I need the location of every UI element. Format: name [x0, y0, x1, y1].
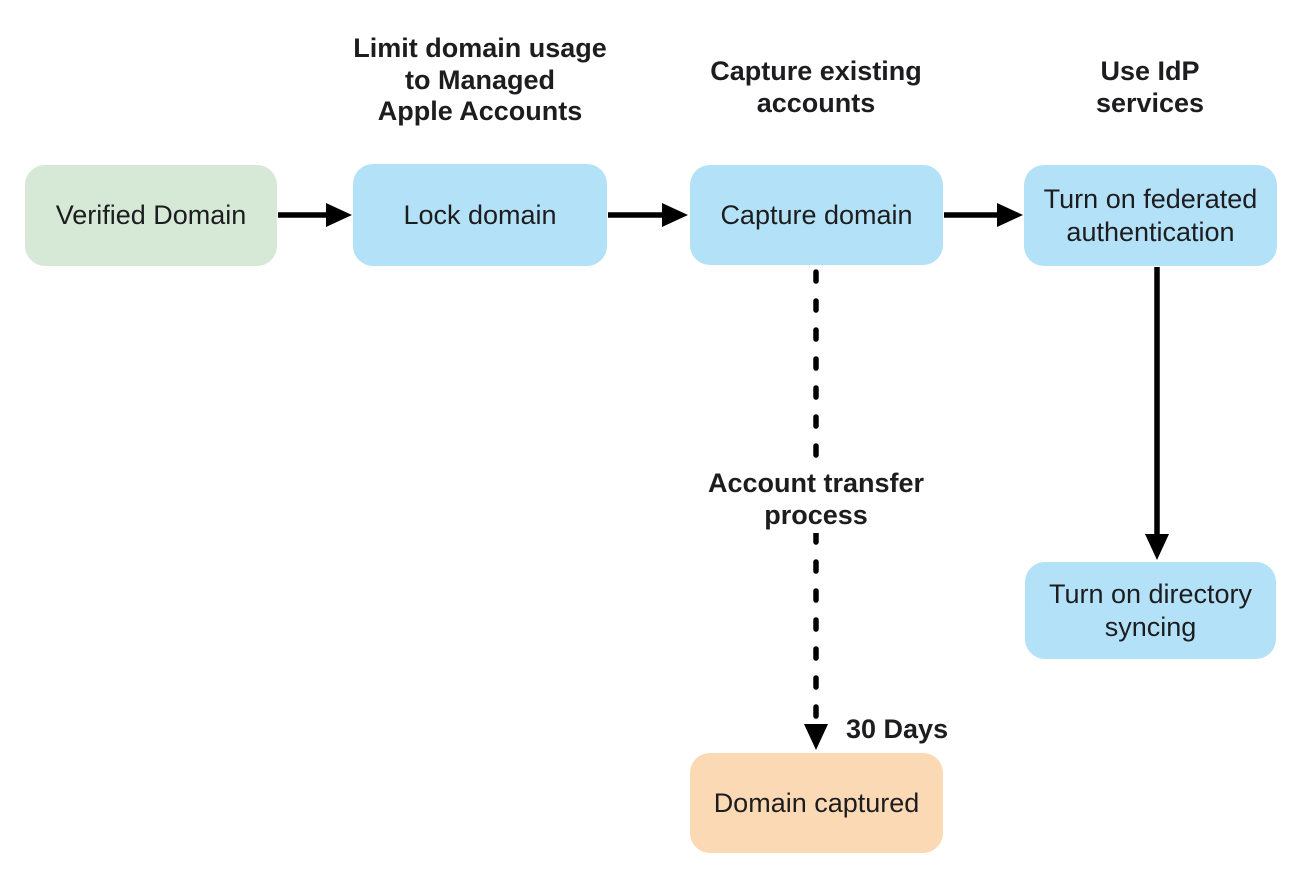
node-verified-domain: Verified Domain — [25, 165, 277, 266]
node-turn-on-federated-authentication: Turn on federated authentication — [1024, 165, 1277, 266]
label-account-transfer-process: Account transfer process — [697, 466, 935, 534]
label-use-idp-services: Use IdP services — [1095, 56, 1205, 118]
node-lock-domain: Lock domain — [353, 164, 607, 266]
arrow-lock-to-capture — [608, 203, 688, 227]
label-capture-existing-accounts: Capture existing accounts — [710, 56, 922, 118]
node-domain-captured: Domain captured — [690, 753, 943, 853]
node-turn-on-directory-syncing: Turn on directory syncing — [1025, 562, 1276, 659]
arrow-federated-to-dirsync — [1145, 267, 1169, 560]
node-capture-domain: Capture domain — [690, 165, 943, 265]
arrow-capture-to-federated — [944, 203, 1023, 227]
arrow-verified-to-lock — [278, 203, 352, 227]
arrow-capture-to-captured-dashed — [804, 269, 828, 750]
label-limit-domain-usage: Limit domain usage to Managed Apple Acco… — [353, 33, 607, 127]
label-30-days: 30 Days — [846, 714, 949, 744]
